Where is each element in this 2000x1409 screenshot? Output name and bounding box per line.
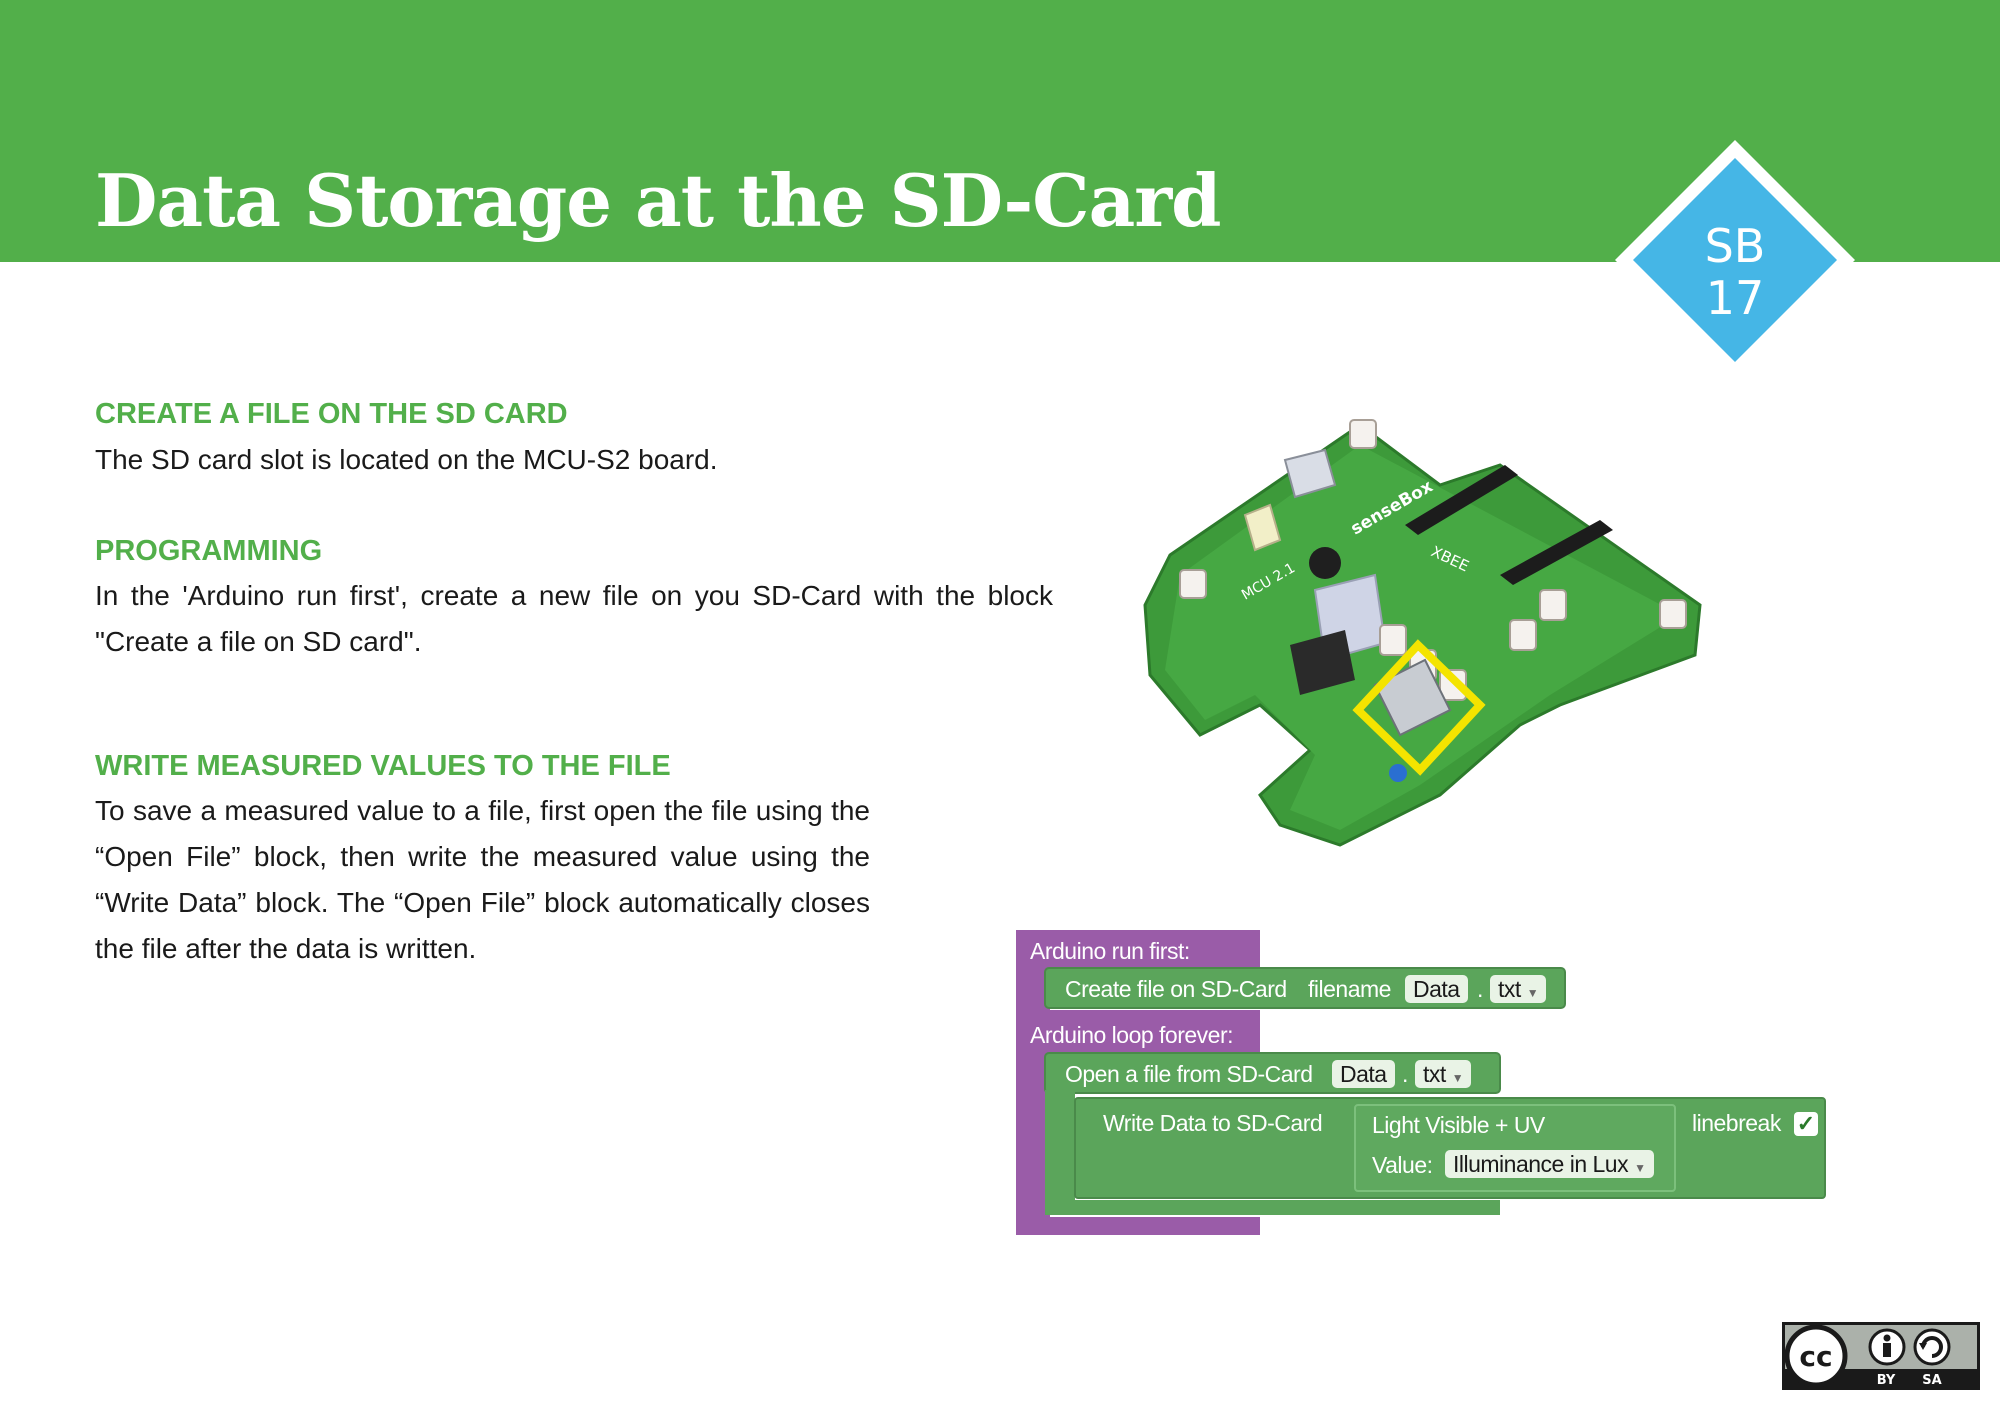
badge-diamond: [1615, 140, 1855, 380]
page-title: Data Storage at the SD-Card: [95, 158, 1221, 243]
block-create-file[interactable]: Create file on SD-Card: [1065, 976, 1287, 1002]
block-open-file[interactable]: Open a file from SD-Card: [1065, 1061, 1313, 1087]
badge-line1: SB: [1704, 219, 1766, 273]
open-filename-field[interactable]: Data: [1332, 1060, 1395, 1088]
badge-line2: 17: [1705, 271, 1765, 325]
share-alike-icon: [1913, 1328, 1951, 1366]
dropdown-arrow-icon: ▼: [1451, 1071, 1464, 1085]
block-value-label: Value:: [1372, 1152, 1433, 1178]
block-run-first[interactable]: Arduino run first:: [1030, 938, 1190, 964]
license-sa: SA: [1922, 1373, 1941, 1388]
value-dropdown[interactable]: Illuminance in Lux ▼: [1445, 1150, 1654, 1178]
license-by: BY: [1877, 1373, 1896, 1388]
open-extension-value: txt: [1423, 1061, 1446, 1087]
cc-text: cc: [1799, 1340, 1832, 1373]
linebreak-checkbox[interactable]: ✓: [1794, 1112, 1818, 1136]
dropdown-arrow-icon: ▼: [1634, 1161, 1646, 1175]
cc-by-sa-license: cc BY SA: [1782, 1322, 1980, 1390]
blockly-program: Arduino run first: Create file on SD-Car…: [1010, 930, 1840, 1240]
block-dot-2: .: [1402, 1061, 1408, 1087]
badge: SB 17: [1615, 140, 1855, 380]
filename-field[interactable]: Data: [1405, 975, 1468, 1003]
text-create-file: The SD card slot is located on the MCU-S…: [95, 444, 718, 475]
open-extension-dropdown[interactable]: txt ▼: [1415, 1060, 1472, 1088]
value-option: Illuminance in Lux: [1453, 1151, 1629, 1177]
block-write-data[interactable]: Write Data to SD-Card: [1103, 1110, 1323, 1136]
text-write-values: To save a measured value to a file, firs…: [95, 795, 870, 964]
heading-write-values: WRITE MEASURED VALUES TO THE FILE: [95, 750, 671, 782]
text-programming: In the 'Arduino run first', create a new…: [95, 580, 1053, 657]
extension-dropdown[interactable]: txt ▼: [1490, 975, 1547, 1003]
heading-create-file: CREATE A FILE ON THE SD CARD: [95, 398, 568, 430]
mcu-board-image: XBEE senseBox MCU 2.1: [1140, 405, 1710, 855]
cc-icon: [1784, 1324, 1848, 1388]
extension-value: txt: [1498, 976, 1521, 1002]
heading-programming: PROGRAMMING: [95, 535, 323, 567]
block-sensor[interactable]: Light Visible + UV: [1372, 1112, 1545, 1138]
block-linebreak-label: linebreak: [1692, 1110, 1781, 1136]
block-loop-forever[interactable]: Arduino loop forever:: [1030, 1022, 1234, 1048]
dropdown-arrow-icon: ▼: [1526, 986, 1539, 1000]
block-dot: .: [1477, 976, 1483, 1002]
block-filename-label: filename: [1308, 976, 1391, 1002]
